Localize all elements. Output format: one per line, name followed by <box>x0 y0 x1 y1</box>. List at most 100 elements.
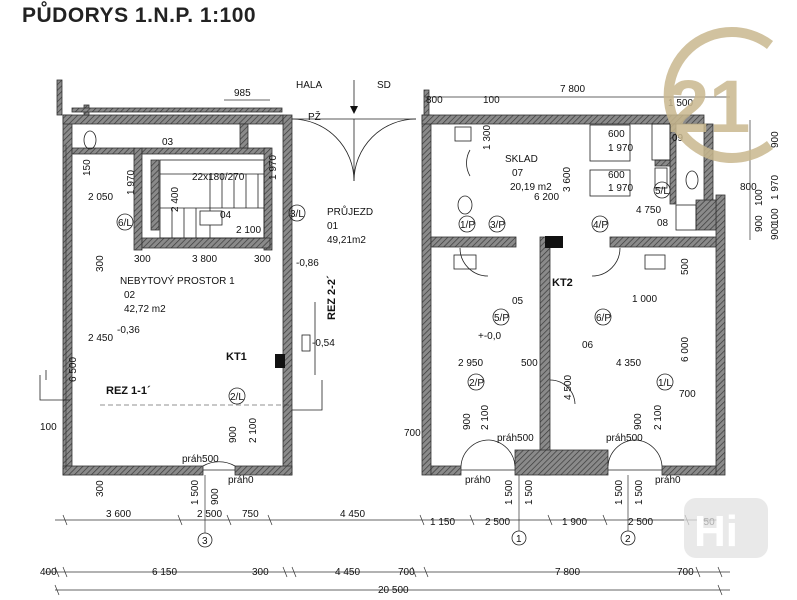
dim: 4 450 <box>335 567 360 578</box>
dim: 900 <box>462 413 473 430</box>
dim: 7 800 <box>555 567 580 578</box>
window-tag: 1/L <box>658 378 672 389</box>
dim: 1 970 <box>268 155 279 180</box>
dim: 1 900 <box>562 517 587 528</box>
r05-level: +-0,0 <box>478 331 502 342</box>
window-tag: 6/L <box>118 218 132 229</box>
window-tag: 3/L <box>290 209 304 220</box>
dim: 1 970 <box>608 143 633 154</box>
plan-title: PŮDORYS 1.N.P. 1:100 <box>22 4 257 27</box>
dimension-lines <box>45 96 751 591</box>
dim: 900 <box>228 426 239 443</box>
dim: 1 500 <box>504 480 515 505</box>
axis-2: 2 <box>625 534 631 545</box>
nebyt-area: 42,72 m2 <box>124 304 166 315</box>
dim: 500 <box>680 258 691 275</box>
dim: 600 <box>608 170 625 181</box>
window-tag: 1/P <box>460 220 475 231</box>
axis-1: 1 <box>516 534 522 545</box>
dim: 100 <box>754 189 765 206</box>
window-tag: 5/L <box>655 186 669 197</box>
dim: 100 <box>483 95 500 106</box>
c21-text: 21 <box>668 65 750 148</box>
dim: 7 800 <box>560 84 585 95</box>
axis-markers: 3 1 2 <box>197 475 636 548</box>
dim-total: 20 500 <box>378 585 409 596</box>
dim: 900 <box>770 223 781 240</box>
label-sd: SD <box>377 80 391 91</box>
label-06: 06 <box>582 340 594 351</box>
dim: 4 750 <box>636 205 661 216</box>
label-kt1: KT1 <box>226 351 247 363</box>
dim: 700 <box>398 567 415 578</box>
dim: 300 <box>254 254 271 265</box>
doors <box>202 149 663 471</box>
label-pz: PŽ <box>308 110 321 123</box>
dim: 2 100 <box>480 405 491 430</box>
dim: 1 970 <box>126 170 137 195</box>
label-stair: 22x180/270 <box>192 172 245 183</box>
window-tag: 5/P <box>494 313 509 324</box>
dim: 300 <box>252 567 269 578</box>
right-building-walls <box>421 89 726 476</box>
hi-text: Hi <box>694 507 738 556</box>
dim: 100 <box>770 208 781 225</box>
dim: 1 500 <box>614 480 625 505</box>
dim: 700 <box>677 567 694 578</box>
dim: 900 <box>633 413 644 430</box>
dim: 400 <box>40 567 57 578</box>
dim: 2 050 <box>88 192 113 203</box>
dim: 800 <box>426 95 443 106</box>
nebyt-num: 02 <box>124 290 136 301</box>
dim: 1 500 <box>524 480 535 505</box>
dim: 4 350 <box>616 358 641 369</box>
sklad-num: 07 <box>512 168 524 179</box>
dim: 6 150 <box>152 567 177 578</box>
dim: 2 100 <box>653 405 664 430</box>
dim: 2 100 <box>248 418 259 443</box>
dim: 1 970 <box>770 175 781 200</box>
dim: 900 <box>770 131 781 148</box>
threshold: práh0 <box>655 475 681 486</box>
dim: 100 <box>40 422 57 433</box>
label-03: 03 <box>162 137 174 148</box>
prujezd-level2: -0,54 <box>312 338 335 349</box>
dim: 600 <box>608 129 625 140</box>
threshold: práh500 <box>497 433 534 444</box>
dim: 1 000 <box>632 294 657 305</box>
dim: 985 <box>234 88 251 99</box>
sklad-area: 20,19 m2 <box>510 182 552 193</box>
prujezd-num: 01 <box>327 221 339 232</box>
dim: 800 <box>740 182 757 193</box>
label-05: 05 <box>512 296 524 307</box>
window-tags: 6/L 2/L 2/P 1/L 5/P 6/P 1/P 3/P 4/P 3/L … <box>116 181 674 405</box>
dim: 1 500 <box>634 480 645 505</box>
label-hala: HALA <box>296 80 322 91</box>
dim: 300 <box>95 255 106 272</box>
label-rez11: REZ 1-1´ <box>106 385 151 397</box>
window-tag: 4/P <box>593 220 608 231</box>
dim: 2 100 <box>236 225 261 236</box>
dim: 1 300 <box>482 125 493 150</box>
threshold: práh0 <box>228 475 254 486</box>
passage-gate <box>291 80 417 182</box>
storage-shelves <box>83 123 699 270</box>
top-dimensions: 985 800 100 7 800 1 500 150 2 050 1 970 … <box>82 84 781 240</box>
dim: 300 <box>95 480 106 497</box>
dim: 4 500 <box>563 375 574 400</box>
dimension-ticks <box>54 514 723 596</box>
threshold-labels: práh500 práh0 práh500 práh500 práh0 práh… <box>182 433 681 486</box>
axis-3: 3 <box>202 536 208 547</box>
century21-logo: 21 <box>663 27 774 163</box>
label-rez22: REZ 2-2´ <box>326 275 338 320</box>
dim: 500 <box>521 358 538 369</box>
dim: 1 500 <box>668 98 693 109</box>
dim: 2 500 <box>485 517 510 528</box>
window-tag: 6/P <box>596 313 611 324</box>
window-tag: 3/P <box>490 220 505 231</box>
label-kt2: KT2 <box>552 277 573 289</box>
room-labels: HALA SD PŽ 03 22x180/270 04 PRŮJEZD 01 4… <box>106 80 684 397</box>
dim: 4 450 <box>340 509 365 520</box>
dim: 2 950 <box>458 358 483 369</box>
